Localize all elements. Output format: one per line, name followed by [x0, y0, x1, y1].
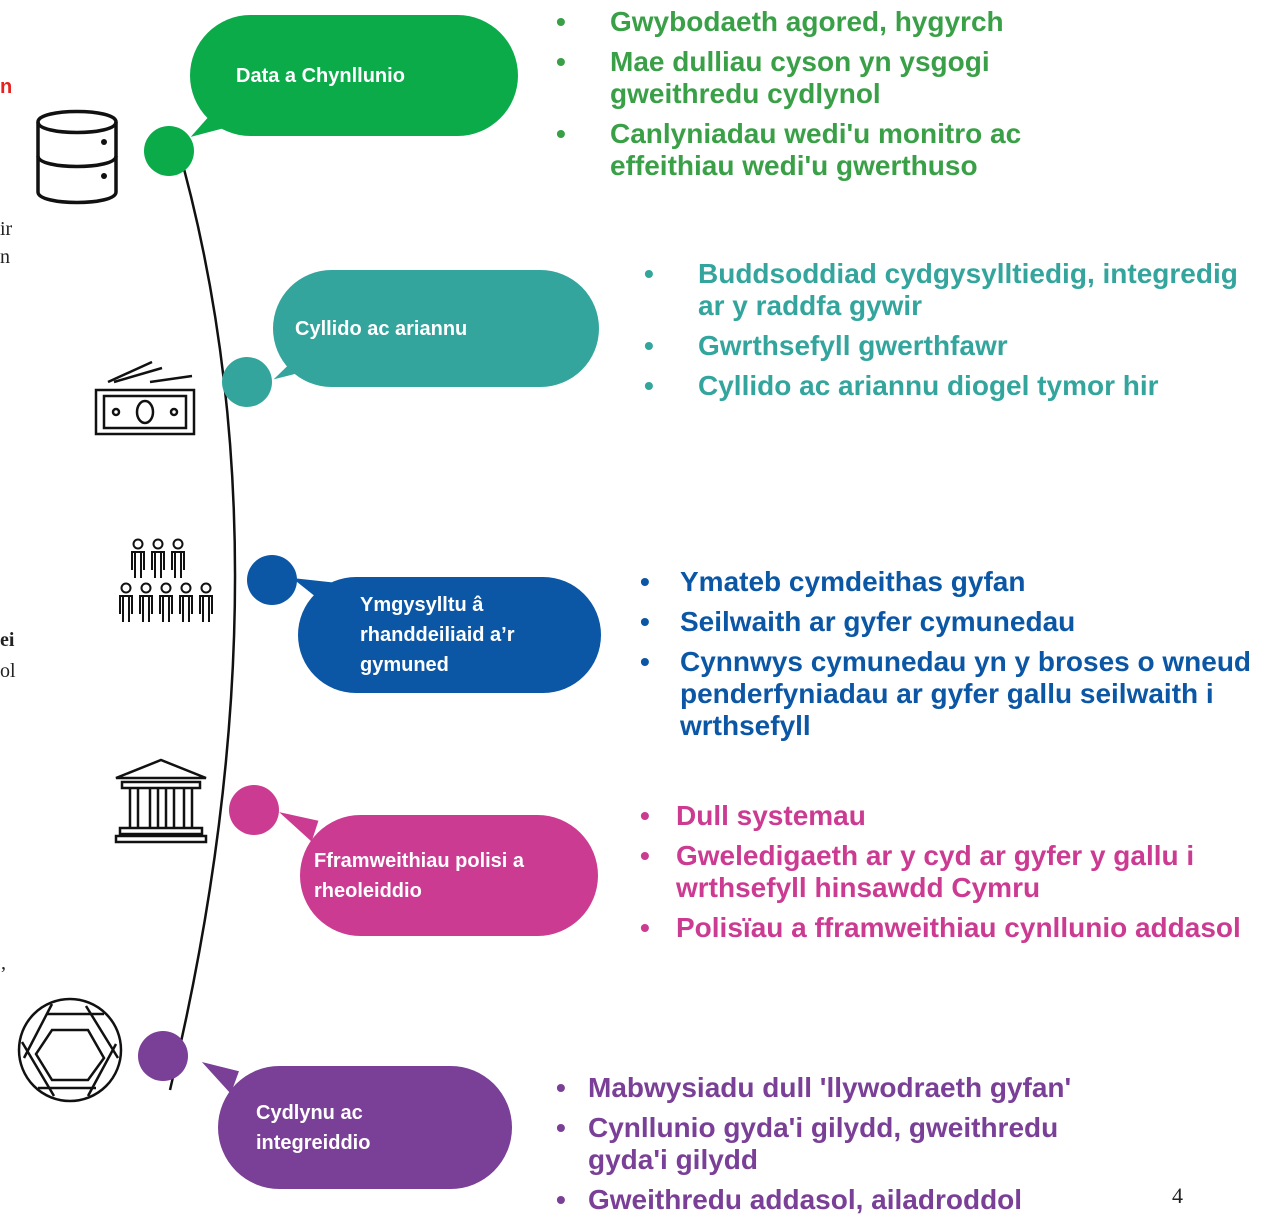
point-item: •Buddsoddiad cydgysylltiedig, integredig…: [644, 258, 1238, 321]
left-fragment: ei: [0, 629, 15, 651]
stage-bubble-coordination: Cydlynu ac integreiddio: [218, 1066, 512, 1189]
point-item: •Cyllido ac ariannu diogel tymor hir: [644, 370, 1159, 401]
stage-bubble-policy: Fframweithiau polisi a rheoleiddio: [300, 815, 598, 936]
stage-points-funding: •Buddsoddiad cydgysylltiedig, integredig…: [640, 258, 1240, 410]
point-item: •Gweithredu addasol, ailadroddol: [556, 1184, 1023, 1215]
point-item: •Gwrthsefyll gwerthfawr: [644, 330, 1008, 361]
timeline-dot-engagement: [247, 555, 297, 605]
stage-bubble-data-planning: Data a Chynllunio: [190, 15, 518, 136]
bubble-label: Fframweithiau polisi a rheoleiddio: [314, 849, 525, 902]
left-fragment: ’: [0, 963, 7, 985]
timeline-dot-data: [144, 126, 194, 176]
stage-bubble-funding: Cyllido ac ariannu: [273, 270, 599, 387]
point-item: •Cynllunio gyda'i gilydd, gweithredu gyd…: [556, 1112, 1059, 1175]
database-icon: [36, 109, 118, 205]
point-item: •Cynnwys cymunedau yn y broses o wneud p…: [640, 646, 1252, 741]
bubble-label: Data a Chynllunio: [236, 64, 405, 87]
left-fragment-red: n: [0, 76, 13, 98]
stage-bubble-engagement: Ymgysylltu â rhanddeiliaid a’r gymuned: [298, 577, 601, 693]
point-item: •Gwybodaeth agored, hygyrch: [556, 6, 1004, 37]
bubble-label: Cyllido ac ariannu: [295, 317, 468, 340]
stage-points-engagement: •Ymateb cymdeithas gyfan •Seilwaith ar g…: [636, 566, 1256, 750]
stage-points-data-planning: •Gwybodaeth agored, hygyrch •Mae dulliau…: [552, 6, 1112, 190]
bubble-label: Ymgysylltu â rhanddeiliaid a’r gymuned: [360, 594, 515, 676]
people-group-icon: [119, 538, 213, 622]
point-item: •Mabwysiadu dull 'llywodraeth gyfan': [556, 1072, 1072, 1103]
banknotes-icon: [94, 360, 196, 436]
point-item: •Ymateb cymdeithas gyfan: [640, 566, 1026, 597]
timeline-dot-coordination: [138, 1031, 188, 1081]
left-fragment: n: [0, 246, 10, 268]
point-item: •Seilwaith ar gyfer cymunedau: [640, 606, 1076, 637]
bubble-label: Cydlynu ac integreiddio: [256, 1101, 371, 1154]
timeline-dot-funding: [222, 357, 272, 407]
page-number: 4: [1172, 1183, 1183, 1208]
point-item: •Polisïau a fframweithiau cynllunio adda…: [640, 912, 1241, 943]
point-item: •Dull systemau: [640, 800, 866, 831]
stage-points-coordination: •Mabwysiadu dull 'llywodraeth gyfan' •Cy…: [552, 1072, 1112, 1219]
timeline-dot-policy: [229, 785, 279, 835]
left-fragment: ir: [0, 218, 13, 240]
point-item: •Mae dulliau cyson yn ysgogi gweithredu …: [556, 46, 990, 109]
left-fragment: ol: [0, 660, 16, 682]
point-item: •Canlyniadau wedi'u monitro ac effeithia…: [556, 118, 1022, 181]
aperture-icon: [17, 997, 123, 1103]
stage-points-policy: •Dull systemau •Gweledigaeth ar y cyd ar…: [636, 800, 1266, 952]
point-item: •Gweledigaeth ar y cyd ar gyfer y gallu …: [640, 840, 1195, 903]
government-building-icon: [114, 758, 208, 844]
timeline-curve: [168, 139, 237, 1091]
